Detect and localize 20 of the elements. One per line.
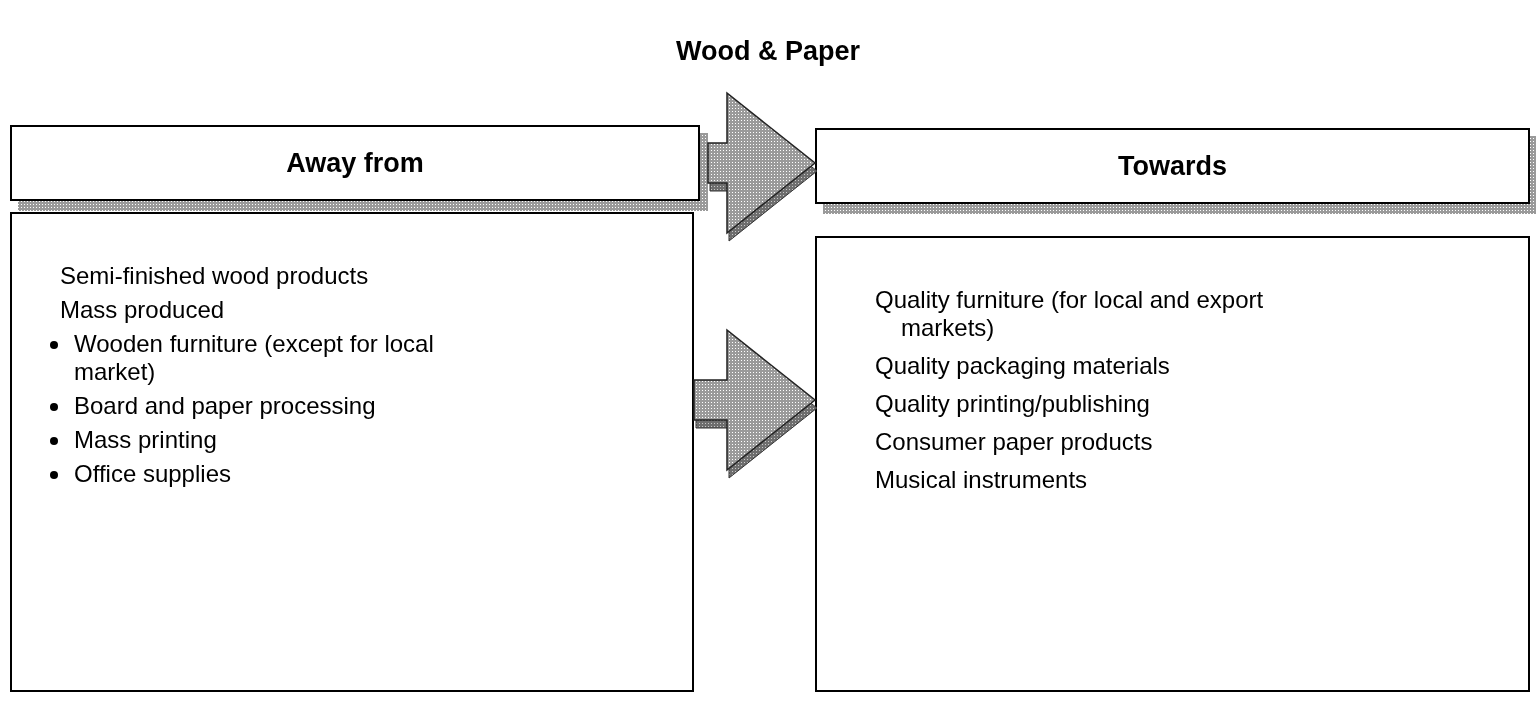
content-box [10,212,694,692]
list-item: Mass produced [60,296,226,324]
block-arrow [693,328,818,479]
bullet-item: Wooden furniture (except for local market) [74,330,435,386]
list-item: Semi-finished wood products [60,262,370,290]
content-box [815,236,1530,692]
header-box [10,125,700,201]
list-item: Consumer paper products [875,428,1154,456]
block-arrow [707,91,818,242]
list-item: Quality printing/publishing [875,390,1151,418]
list-item: Quality packaging materials [875,352,1171,380]
bullet-item: Office supplies [74,460,232,488]
bullet-item: Mass printing [74,426,218,454]
list-item: Musical instruments [875,466,1089,494]
list-item: Quality furniture (for local and export markets) [875,286,1265,342]
header-box [815,128,1530,204]
diagram-title: Wood & Paper [675,36,861,67]
bullet-item: Board and paper processing [74,392,377,420]
header-text: Away from [286,147,424,179]
header-text: Towards [1118,150,1227,182]
